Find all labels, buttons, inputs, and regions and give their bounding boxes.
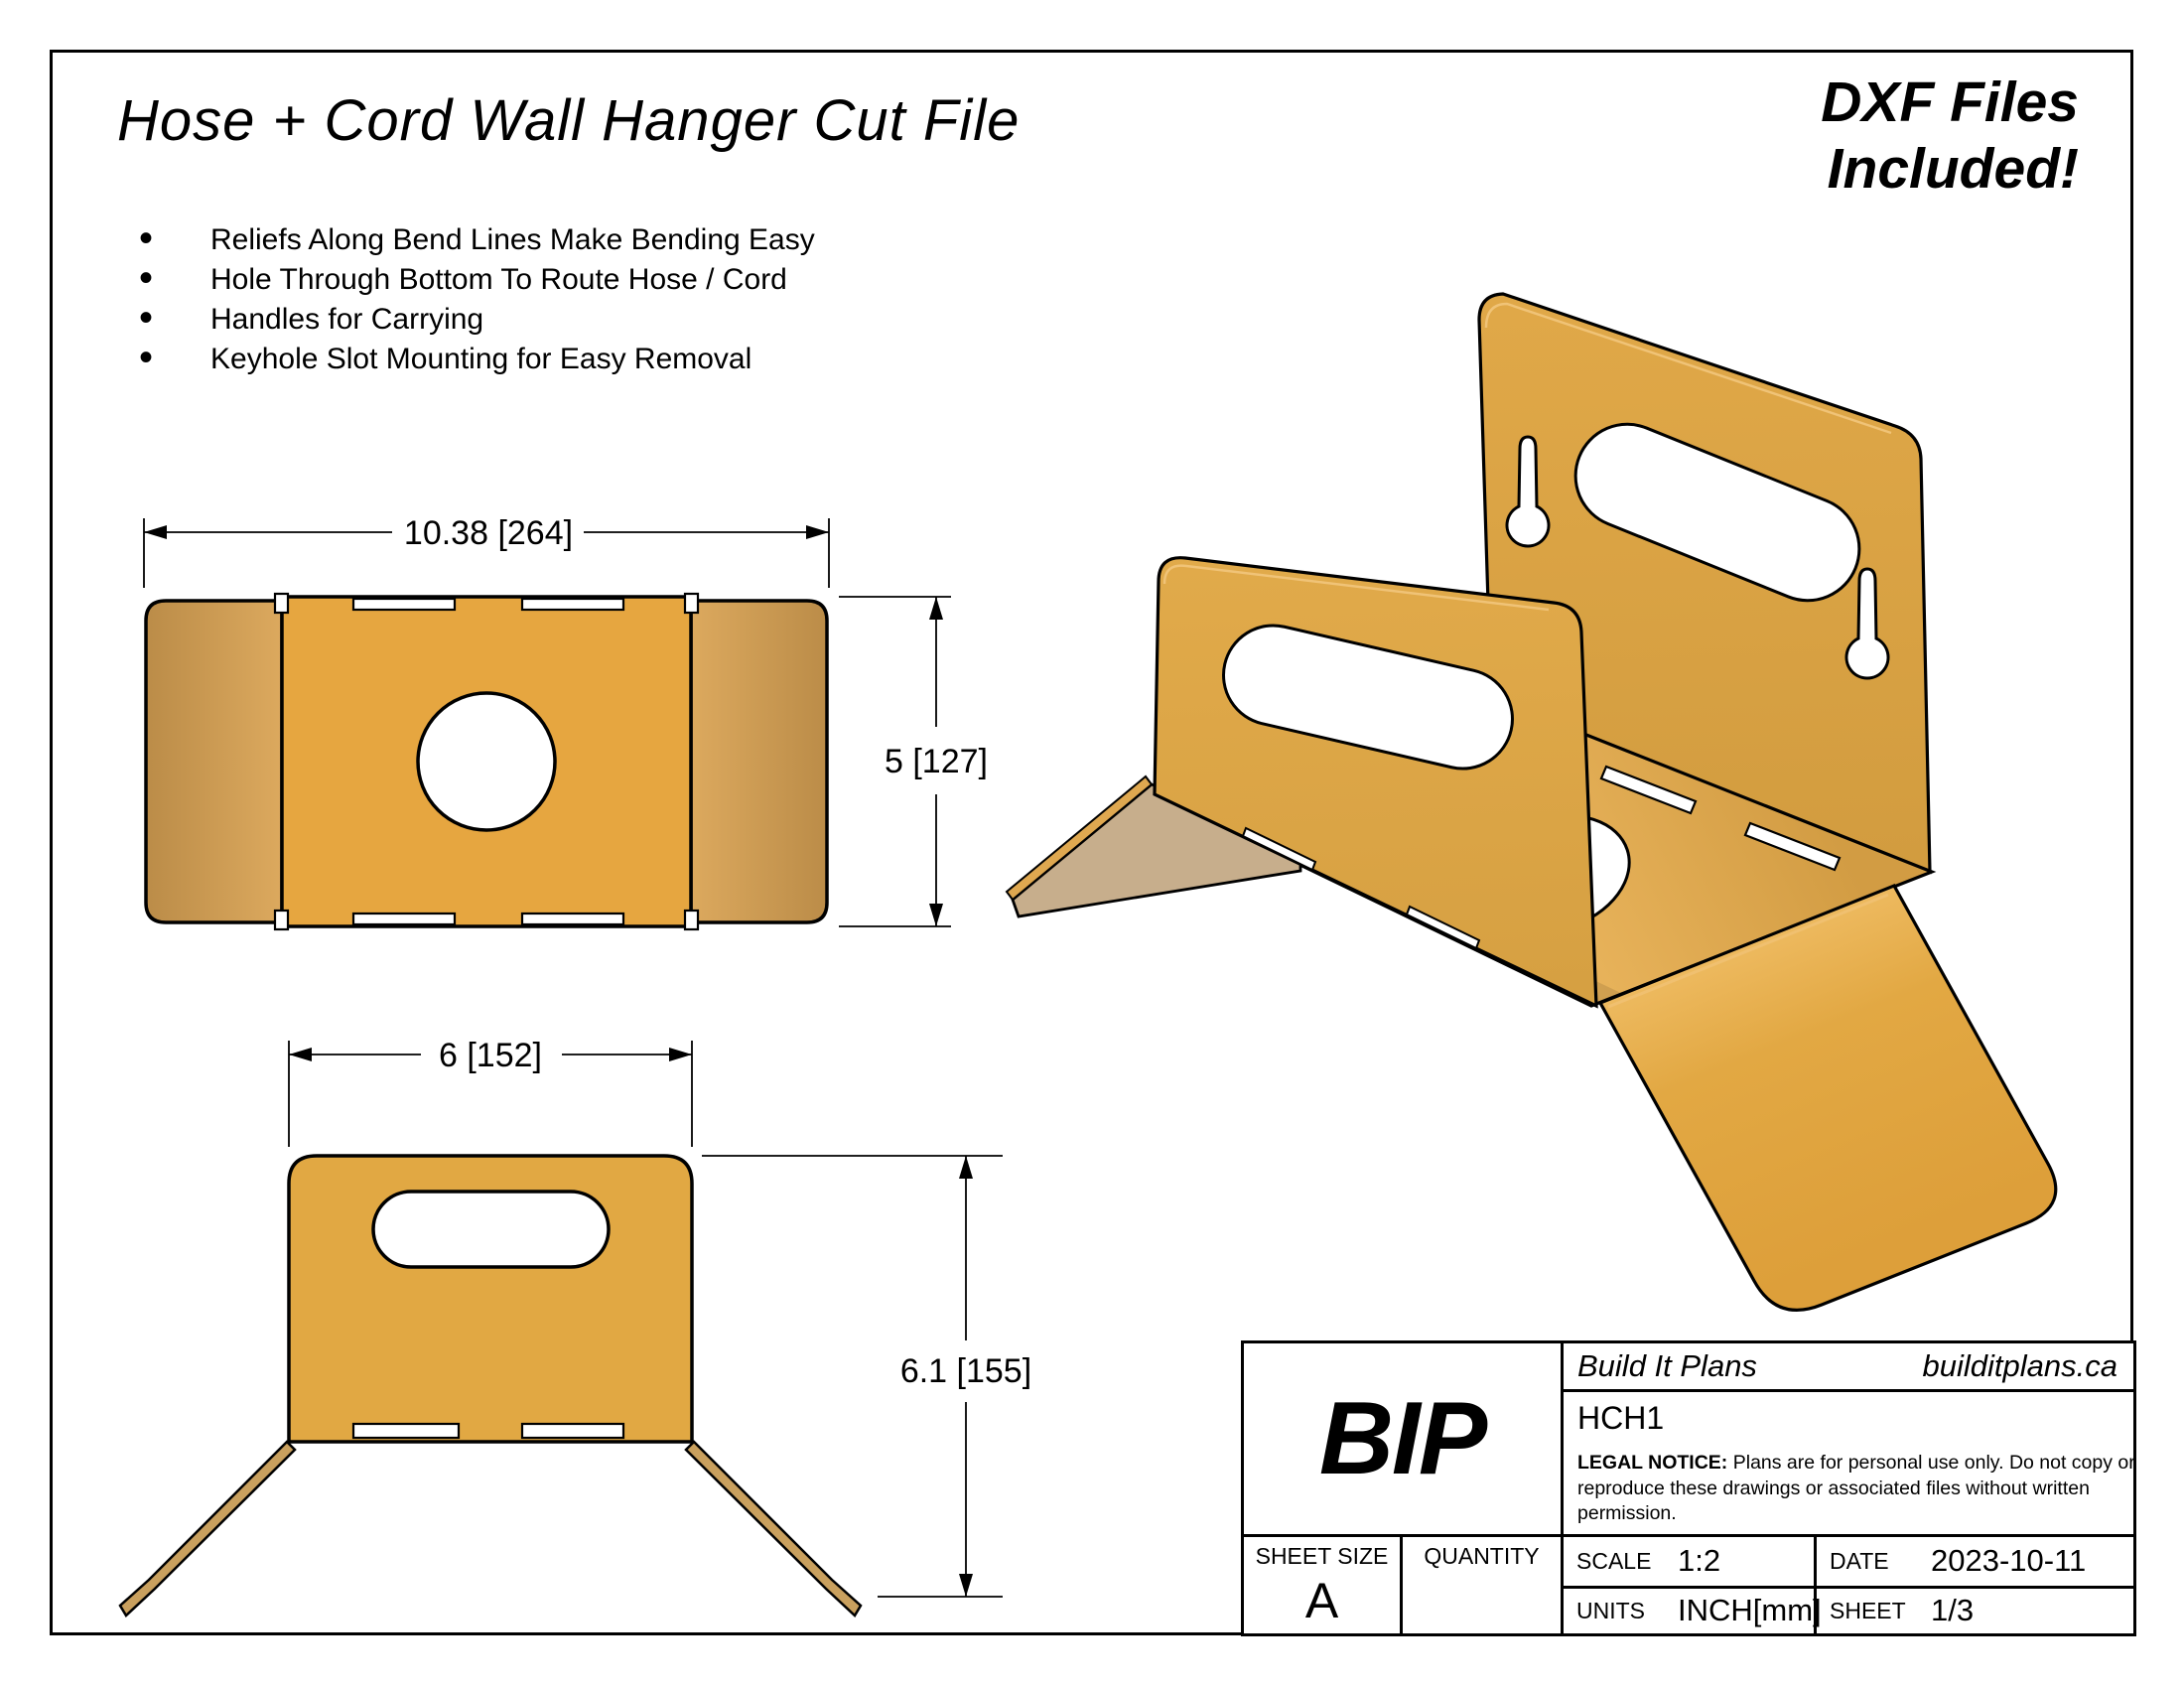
keyhole-slot <box>1505 435 1551 548</box>
title-block: BIP Build It Plans builditplans.ca HCH1 … <box>1241 1340 2136 1636</box>
legal-notice-text: Plans are for personal use only. Do not … <box>1577 1451 2135 1525</box>
relief-slot <box>520 1422 625 1440</box>
date-value: 2023-10-11 <box>1931 1543 2087 1579</box>
sheet-row: SHEET 1/3 <box>1817 1585 2133 1634</box>
units-row: UNITS INCH[mm] <box>1564 1585 1822 1634</box>
legal-notice-label: LEGAL NOTICE: <box>1577 1451 1728 1474</box>
bend-highlight <box>1607 893 1889 1009</box>
scale-row: SCALE 1:2 <box>1564 1537 1814 1586</box>
top-view-right-flap <box>689 599 829 924</box>
part-detail-cell: HCH1 LEGAL NOTICE: Plans are for persona… <box>1564 1392 2135 1534</box>
dim-arrow <box>806 525 829 539</box>
date-sheet-column: DATE 2023-10-11 SHEET 1/3 <box>1817 1537 2133 1633</box>
relief-slot <box>351 1422 461 1440</box>
company-row: Build It Plans builditplans.ca <box>1564 1343 2133 1392</box>
quantity-label: QUANTITY <box>1424 1543 1540 1569</box>
dim-arrow <box>929 904 943 926</box>
dim-text-side-width: 6 [152] <box>439 1037 542 1074</box>
relief-slot <box>1405 905 1481 950</box>
relief-slot <box>351 597 457 612</box>
dim-arrow <box>959 1574 973 1597</box>
sheet-value: 1/3 <box>1931 1593 1975 1628</box>
dim-arrow <box>144 525 167 539</box>
scale-value: 1:2 <box>1678 1543 1721 1579</box>
feature-item: Handles for Carrying <box>127 298 815 340</box>
relief-slot <box>1241 826 1317 872</box>
dim-arrow <box>669 1048 692 1061</box>
sheet-label: SHEET <box>1830 1597 1906 1623</box>
wing-edge <box>1005 774 1154 902</box>
dxf-badge: DXF Files Included! <box>1821 70 2079 204</box>
feature-item: Reliefs Along Bend Lines Make Bending Ea… <box>127 218 815 260</box>
iso-front-panel <box>1153 556 1598 1009</box>
units-value: INCH[mm] <box>1678 1593 1822 1628</box>
side-view-left-leg <box>118 1440 297 1618</box>
relief-slot <box>520 912 625 926</box>
dim-side-height <box>702 1155 1003 1598</box>
relief-slot <box>1599 765 1698 815</box>
bend-notch <box>273 592 290 615</box>
feature-item: Keyhole Slot Mounting for Easy Removal <box>127 338 815 379</box>
scale-units-column: SCALE 1:2 UNITS INCH[mm] <box>1564 1537 1822 1634</box>
keyhole-slot <box>1844 567 1890 680</box>
part-number: HCH1 <box>1577 1400 1665 1436</box>
relief-slot <box>1743 821 1842 872</box>
feature-list: Reliefs Along Bend Lines Make Bending Ea… <box>127 218 815 379</box>
bend-notch <box>683 592 700 615</box>
dxf-badge-line1: DXF Files <box>1821 70 2079 134</box>
relief-slot <box>520 597 625 612</box>
handle-slot <box>1573 422 1861 603</box>
bend-notch <box>273 909 290 931</box>
company-name: Build It Plans <box>1577 1348 1757 1383</box>
page-title: Hose + Cord Wall Hanger Cut File <box>117 88 1021 153</box>
company-logo: BIP <box>1244 1343 1564 1534</box>
dim-top-width <box>143 518 830 588</box>
sheet-size-label: SHEET SIZE <box>1255 1543 1389 1569</box>
date-label: DATE <box>1830 1547 1889 1574</box>
top-view-left-flap <box>144 599 284 924</box>
iso-front-flap <box>1597 883 2058 1312</box>
dim-text-side-height: 6.1 [155] <box>900 1352 1031 1390</box>
scale-label: SCALE <box>1576 1547 1652 1574</box>
relief-slot <box>351 912 457 926</box>
dim-arrow <box>289 1048 312 1061</box>
side-view-right-leg <box>684 1440 863 1618</box>
date-row: DATE 2023-10-11 <box>1817 1537 2133 1586</box>
legal-notice: LEGAL NOTICE: Plans are for personal use… <box>1577 1451 2138 1527</box>
dxf-badge-line2: Included! <box>1827 137 2079 202</box>
routing-hole <box>416 691 557 832</box>
side-view: 6 [152] 6.1 [155] <box>118 1037 1031 1618</box>
bend-notch <box>683 909 700 931</box>
dim-text-top-width: 10.38 [264] <box>404 514 573 552</box>
units-label: UNITS <box>1576 1597 1645 1623</box>
feature-item: Hole Through Bottom To Route Hose / Cord <box>127 258 815 300</box>
handle-slot <box>371 1190 611 1269</box>
quantity-cell: QUANTITY <box>1403 1537 1564 1633</box>
company-website: builditplans.ca <box>1922 1348 2117 1383</box>
sheet-border-frame <box>50 50 2133 1635</box>
sheet-size-value: A <box>1304 1573 1339 1628</box>
handle-slot <box>1222 624 1514 771</box>
edge-highlight <box>1484 302 1892 435</box>
dim-text-top-height: 5 [127] <box>885 743 988 780</box>
top-view: 10.38 [264] 5 [127] <box>143 514 988 931</box>
iso-view <box>1005 292 2058 1312</box>
dim-arrow <box>959 1156 973 1179</box>
edge-highlight <box>1162 564 1550 612</box>
sheet-size-cell: SHEET SIZE A <box>1244 1537 1403 1633</box>
dim-arrow <box>929 597 943 620</box>
